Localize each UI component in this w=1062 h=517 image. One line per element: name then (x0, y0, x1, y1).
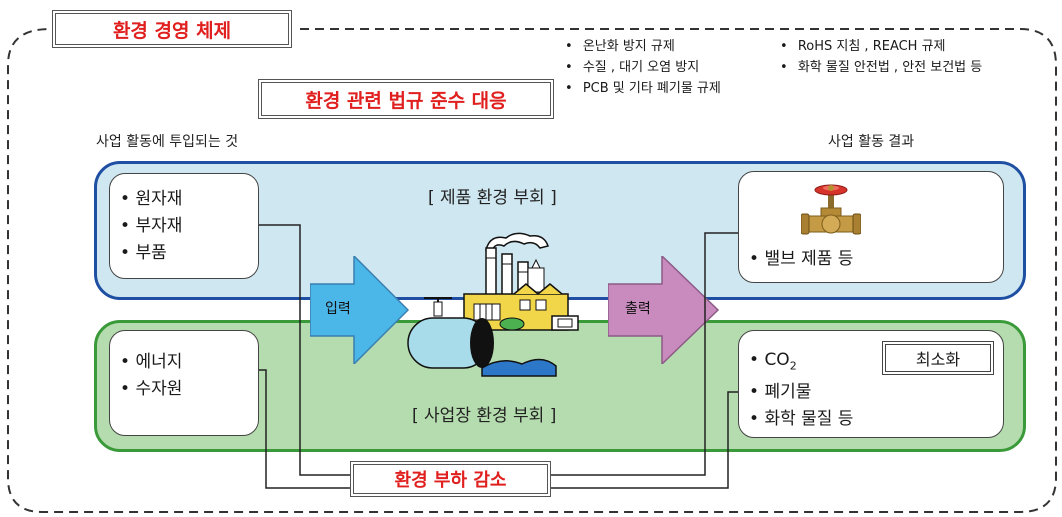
site-load-title: [ 사업장 환경 부회 ] (412, 406, 557, 426)
resources-card: 에너지 수자원 (109, 330, 259, 436)
materials-card: 원자재 부자재 부품 (109, 173, 259, 279)
list-item: 폐기물 (749, 379, 1003, 406)
list-item: PCB 및 기타 폐기물 규제 (565, 78, 721, 99)
list-item: 부자재 (120, 213, 258, 240)
factory-icon (407, 232, 579, 377)
product-results-card: 밸브 제품 등 (738, 171, 1004, 283)
input-arrow-label: 입력 (325, 301, 351, 317)
co2-subscript: 2 (789, 359, 797, 373)
output-arrow-label: 출력 (625, 301, 651, 317)
minimize-badge: 최소화 (882, 341, 994, 375)
regulations-right-list: RoHS 지침 , REACH 규제 화학 물질 안전법 , 안전 보건법 등 (780, 36, 982, 78)
valve-icon (801, 184, 861, 235)
reduction-box: 환경 부하 감소 (350, 461, 551, 497)
list-item: 수자원 (120, 376, 258, 403)
list-item: 온난화 방지 규제 (565, 36, 721, 57)
list-item: CO2 (749, 347, 1003, 379)
output-arrow (608, 256, 720, 364)
list-item: 화학 물질 등 (749, 406, 1003, 433)
input-arrow (310, 256, 410, 364)
page-title: 환경 경영 체제 (52, 10, 292, 48)
input-caption: 사업 활동에 투입되는 것 (96, 134, 239, 150)
minimize-label: 최소화 (915, 350, 961, 369)
product-load-title: [ 제품 환경 부회 ] (428, 188, 557, 208)
emission-results-card: CO2 폐기물 화학 물질 등 최소화 (738, 330, 1004, 438)
list-item: 수질 , 대기 오염 방지 (565, 57, 721, 78)
list-item: RoHS 지침 , REACH 규제 (780, 36, 982, 57)
list-item: 에너지 (120, 349, 258, 376)
list-item: 밸브 제품 등 (749, 246, 853, 273)
list-item: 부품 (120, 240, 258, 267)
list-item: 화학 물질 안전법 , 안전 보건법 등 (780, 57, 982, 78)
regulations-left-list: 온난화 방지 규제 수질 , 대기 오염 방지 PCB 및 기타 폐기물 규제 (565, 36, 721, 99)
output-caption: 사업 활동 결과 (828, 134, 915, 150)
compliance-title: 환경 관련 법규 준수 대응 (258, 79, 554, 119)
list-item: 원자재 (120, 186, 258, 213)
co2-label: CO (764, 350, 790, 370)
